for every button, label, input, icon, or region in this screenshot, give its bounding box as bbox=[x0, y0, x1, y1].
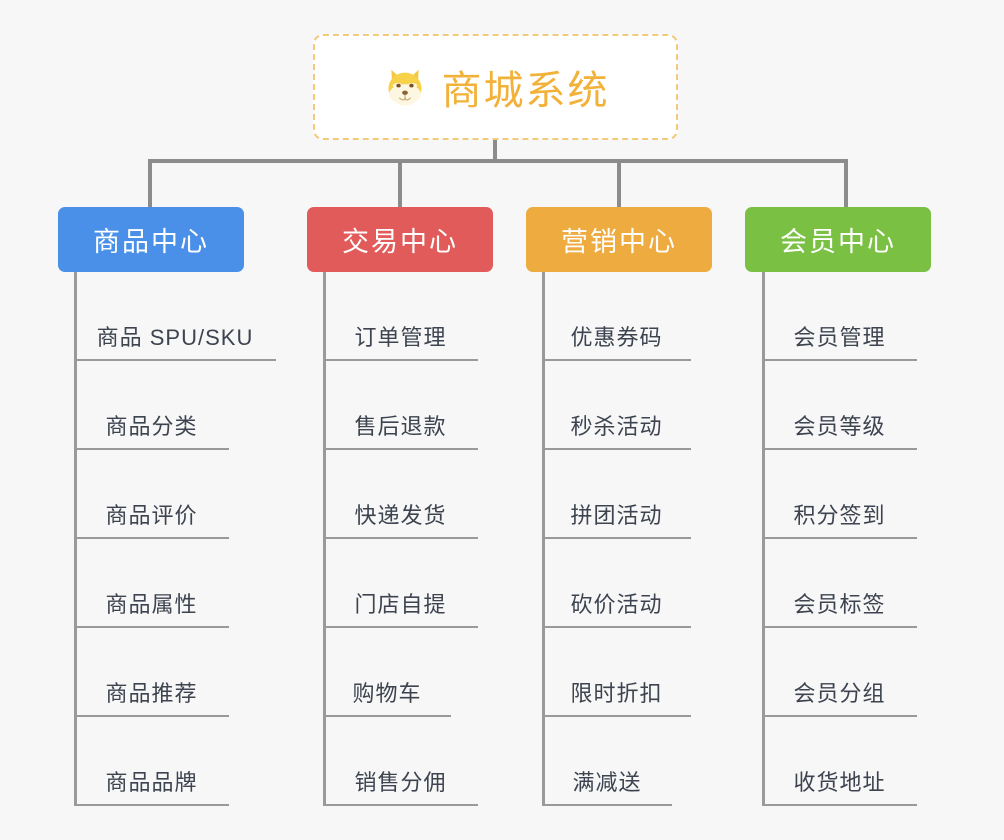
leaf-label: 购物车 bbox=[352, 681, 422, 706]
leaf-item[interactable]: 商品属性 bbox=[74, 539, 229, 628]
leaf-spine-trade-center bbox=[323, 272, 326, 806]
category-label-member-center: 会员中心 bbox=[780, 227, 896, 257]
leaf-label: 积分签到 bbox=[793, 503, 886, 528]
category-box-product-center[interactable]: 商品中心 bbox=[58, 207, 244, 272]
leaf-spine-marketing-center bbox=[542, 272, 545, 806]
leaf-label: 订单管理 bbox=[354, 325, 447, 350]
leaf-item[interactable]: 售后退款 bbox=[323, 361, 478, 450]
leaf-item[interactable]: 订单管理 bbox=[323, 272, 478, 361]
connector-drop-member-center bbox=[844, 159, 848, 208]
leaf-item[interactable]: 会员分组 bbox=[762, 628, 917, 717]
leaf-item[interactable]: 快递发货 bbox=[323, 450, 478, 539]
category-label-trade-center: 交易中心 bbox=[342, 227, 458, 257]
leaf-label: 门店自提 bbox=[354, 592, 447, 617]
leaf-item[interactable]: 限时折扣 bbox=[542, 628, 691, 717]
leaf-label: 优惠券码 bbox=[570, 325, 663, 350]
leaf-label: 会员等级 bbox=[793, 414, 886, 439]
leaf-spine-product-center bbox=[74, 272, 77, 806]
leaf-label: 会员标签 bbox=[793, 592, 886, 617]
connector-drop-marketing-center bbox=[617, 159, 621, 208]
leaf-label: 商品品牌 bbox=[105, 770, 198, 795]
leaf-spine-member-center bbox=[762, 272, 765, 806]
leaf-label: 商品属性 bbox=[105, 592, 198, 617]
leaf-item[interactable]: 商品评价 bbox=[74, 450, 229, 539]
leaf-label: 限时折扣 bbox=[570, 681, 663, 706]
category-box-trade-center[interactable]: 交易中心 bbox=[307, 207, 493, 272]
leaf-item[interactable]: 砍价活动 bbox=[542, 539, 691, 628]
leaf-label: 商品推荐 bbox=[105, 681, 198, 706]
leaf-item[interactable]: 积分签到 bbox=[762, 450, 917, 539]
leaf-label: 售后退款 bbox=[354, 414, 447, 439]
leaf-label: 商品评价 bbox=[105, 503, 198, 528]
leaf-item[interactable]: 满减送 bbox=[542, 717, 672, 806]
connector-drop-trade-center bbox=[398, 159, 402, 208]
leaf-label: 快递发货 bbox=[354, 503, 447, 528]
leaf-label: 销售分佣 bbox=[354, 770, 447, 795]
leaf-item[interactable]: 购物车 bbox=[323, 628, 451, 717]
root-title: 商城系统 bbox=[441, 69, 610, 113]
leaf-item[interactable]: 收货地址 bbox=[762, 717, 917, 806]
leaf-label: 会员管理 bbox=[793, 325, 886, 350]
leaf-label: 拼团活动 bbox=[570, 503, 663, 528]
leaf-item[interactable]: 门店自提 bbox=[323, 539, 478, 628]
leaf-item[interactable]: 优惠券码 bbox=[542, 272, 691, 361]
leaf-item[interactable]: 商品品牌 bbox=[74, 717, 229, 806]
leaf-item[interactable]: 商品推荐 bbox=[74, 628, 229, 717]
root-node-mall-system[interactable]: 商城系统 bbox=[313, 34, 678, 140]
leaf-item[interactable]: 拼团活动 bbox=[542, 450, 691, 539]
leaf-label: 商品 SPU/SKU bbox=[96, 325, 254, 350]
connector-drop-product-center bbox=[148, 159, 152, 208]
leaf-item[interactable]: 商品 SPU/SKU bbox=[74, 272, 276, 361]
connector-root-stem bbox=[493, 140, 497, 161]
leaf-label: 砍价活动 bbox=[570, 592, 663, 617]
connector-horizontal-bus bbox=[148, 159, 848, 163]
leaf-item[interactable]: 会员等级 bbox=[762, 361, 917, 450]
leaf-item[interactable]: 会员管理 bbox=[762, 272, 917, 361]
leaf-label: 会员分组 bbox=[793, 681, 886, 706]
leaf-label: 秒杀活动 bbox=[570, 414, 663, 439]
category-box-marketing-center[interactable]: 营销中心 bbox=[526, 207, 712, 272]
leaf-item[interactable]: 商品分类 bbox=[74, 361, 229, 450]
category-label-marketing-center: 营销中心 bbox=[561, 227, 677, 257]
leaf-label: 商品分类 bbox=[105, 414, 198, 439]
leaf-item[interactable]: 销售分佣 bbox=[323, 717, 478, 806]
leaf-item[interactable]: 会员标签 bbox=[762, 539, 917, 628]
category-box-member-center[interactable]: 会员中心 bbox=[745, 207, 931, 272]
category-label-product-center: 商品中心 bbox=[93, 227, 209, 257]
shiba-dog-face-icon bbox=[382, 64, 428, 110]
leaf-item[interactable]: 秒杀活动 bbox=[542, 361, 691, 450]
leaf-label: 收货地址 bbox=[793, 770, 886, 795]
leaf-label: 满减送 bbox=[572, 770, 642, 795]
